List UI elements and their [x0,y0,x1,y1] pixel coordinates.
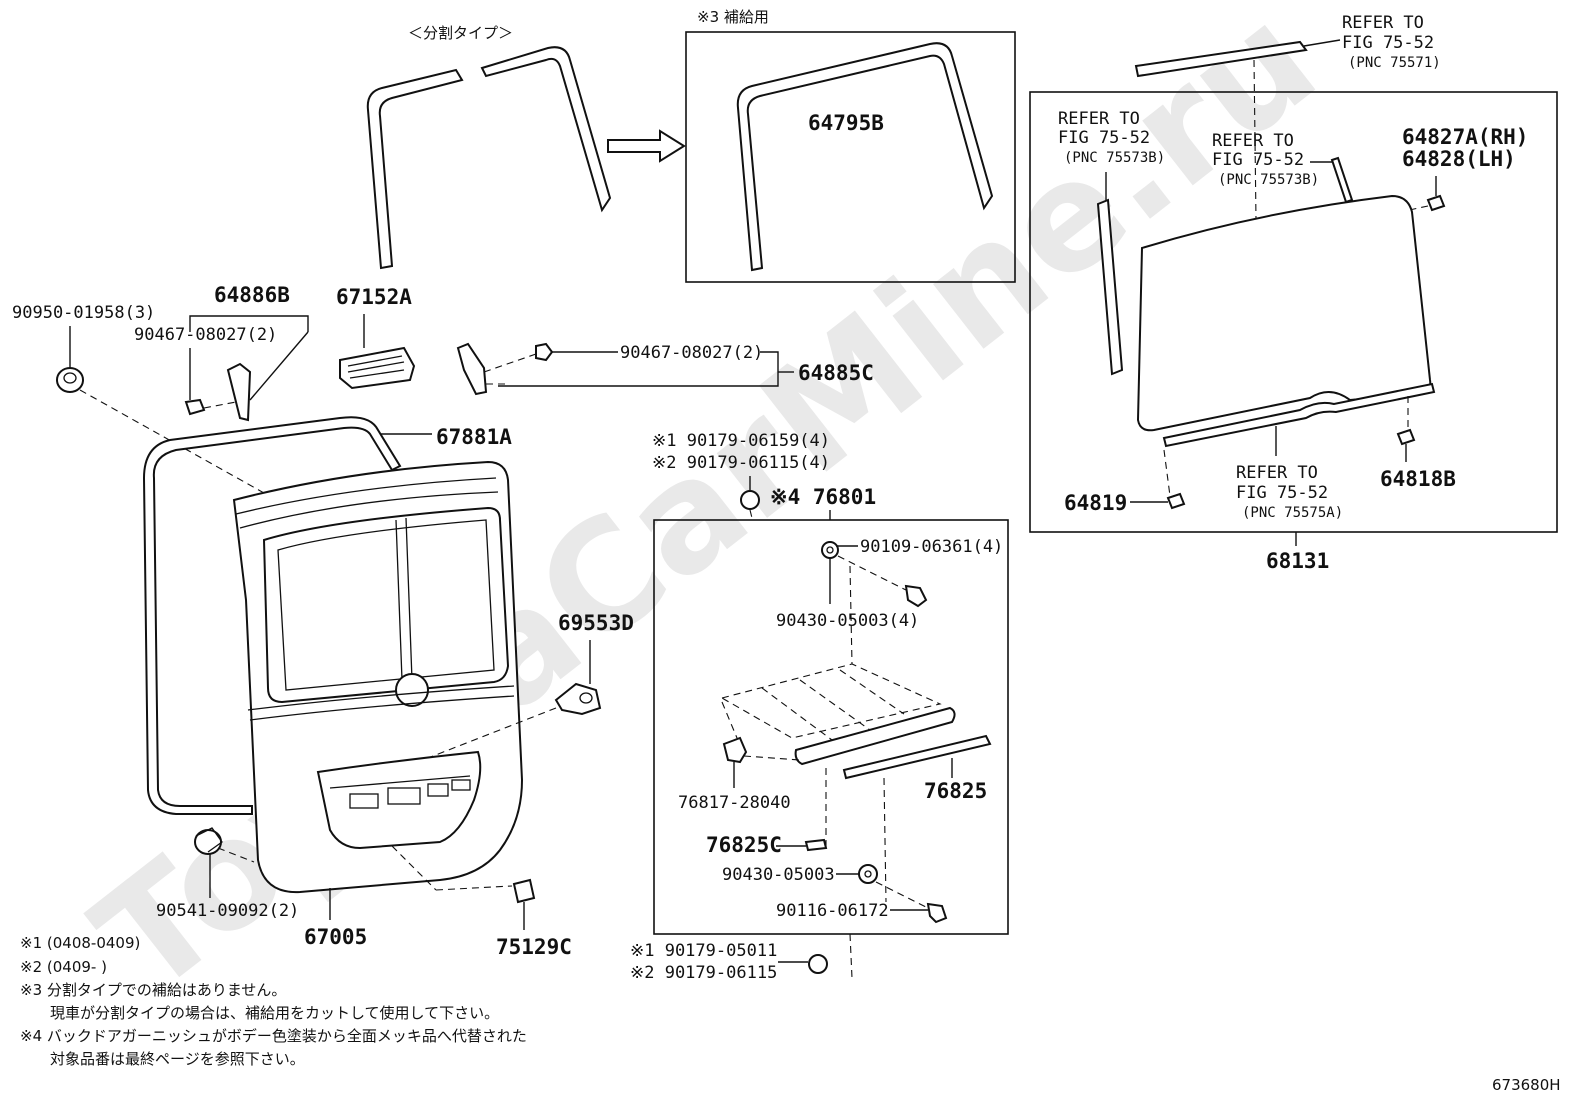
label-64886B: 64886B [214,283,290,307]
cover-64885C [456,342,488,396]
label-76817-28040: 76817-28040 [678,793,791,813]
latch-69553D [554,682,602,716]
weatherstrip-67881A [142,416,402,815]
svg-text:(PNC 75573B): (PNC 75573B) [1064,150,1165,166]
cover-64886B [226,362,252,422]
weatherstrip-64795B [736,42,994,272]
ref-top: REFER TO FIG 75-52 (PNC 75571) [1342,13,1441,71]
label-75129C: 75129C [496,935,572,959]
note-2: ※2 (0409- ) [20,958,107,976]
stopper-90541 [194,827,223,855]
svg-text:(PNC 75573B): (PNC 75573B) [1218,172,1319,188]
supply-box [685,31,1016,283]
svg-text:FIG 75-52: FIG 75-52 [1058,128,1150,148]
svg-text:REFER TO: REFER TO [1058,109,1140,129]
note-4: ※4 バックドアガーニッシュがボデー色塗装から全面メッキ品へ代替された [20,1027,527,1045]
clip-64818B [1396,428,1416,446]
label-90179-06115-bottom: ※2 90179-06115 [630,963,777,983]
label-76825: 76825 [924,779,987,803]
clip-90467-right [535,342,554,362]
svg-text:REFER TO: REFER TO [1342,13,1424,33]
label-68131: 68131 [1266,549,1329,573]
side-molding-left [1096,198,1124,376]
label-90179-06159: ※1 90179-06159(4) [652,431,830,451]
clip-64827A [1426,194,1446,212]
label-90430-05003-bottom: 90430-05003 [722,865,835,885]
label-90430-05003-top: 90430-05003(4) [776,611,919,631]
nut-90179-bottom [808,954,828,974]
label-90541-09092: 90541-09092(2) [156,901,299,921]
grommet-90950 [56,367,84,393]
washer-90430-top [821,541,839,559]
label-64819: 64819 [1064,491,1127,515]
svg-text:FIG 75-52: FIG 75-52 [1212,150,1304,170]
clip-64819 [1166,492,1186,510]
svg-text:(PNC 75571): (PNC 75571) [1348,55,1441,71]
clip-75129C [512,878,536,904]
label-64828: 64828(LH) [1402,147,1516,171]
label-67005: 67005 [304,925,367,949]
split-weatherstrip-left [366,68,464,270]
label-90179-05011: ※1 90179-05011 [630,941,777,961]
label-90109-06361: 90109-06361(4) [860,537,1003,557]
label-90467-08027-right: 90467-08027(2) [620,343,763,363]
clip-76817 [722,736,748,764]
label-67152A: 67152A [336,285,412,309]
garnish-box [653,519,1009,935]
label-64818B: 64818B [1380,467,1456,491]
back-door-67005 [232,460,524,894]
label-90950-01958: 90950-01958(3) [12,303,155,323]
bolt-90116 [926,902,948,924]
clip-90467-left [184,398,206,416]
note-4b: 対象品番は最終ページを参照下さい。 [20,1050,305,1068]
label-76825C: 76825C [706,833,782,857]
svg-text:FIG 75-52: FIG 75-52 [1342,33,1434,53]
nut-90179-top [740,490,760,510]
glass-assembly-box [1029,91,1558,533]
back-glass [1136,194,1432,432]
label-64827A: 64827A(RH) [1402,125,1528,149]
clip-76825C [804,838,828,852]
label-76801: ※4 76801 [770,485,876,509]
supply-label: ※3 補給用 [697,8,769,26]
drawing-id: 673680H [1492,1076,1561,1094]
label-90116-06172: 90116-06172 [776,901,889,921]
label-69553D: 69553D [558,611,634,635]
arrow-right-icon [607,129,686,163]
ref-left: REFER TO FIG 75-52 (PNC 75573B) [1058,109,1165,166]
note-3b: 現車が分割タイプの場合は、補給用をカットして使用して下さい。 [20,1004,499,1022]
label-90467-08027-left: 90467-08027(2) [134,325,277,345]
lower-molding [1162,382,1436,448]
handle-67152A [339,346,416,390]
label-64885C: 64885C [798,361,874,385]
side-molding-right [1330,156,1354,204]
note-1: ※1 (0408-0409) [20,934,140,952]
note-3: ※3 分割タイプでの補給はありません。 [20,981,286,999]
split-type-label: ＜分割タイプ＞ [408,24,513,42]
label-64795B: 64795B [808,111,884,135]
top-molding [1134,40,1308,78]
washer-90430-bottom [858,864,878,884]
ref-mid: REFER TO FIG 75-52 (PNC 75573B) [1212,131,1319,188]
svg-text:FIG 75-52: FIG 75-52 [1236,483,1328,503]
bolt-90109 [904,584,928,608]
svg-text:REFER TO: REFER TO [1236,463,1318,483]
svg-text:REFER TO: REFER TO [1212,131,1294,151]
split-weatherstrip-right [480,46,612,213]
ref-bottom: REFER TO FIG 75-52 (PNC 75575A) [1236,463,1343,521]
label-90179-06115: ※2 90179-06115(4) [652,453,830,473]
label-67881A: 67881A [436,425,512,449]
garnish-76801 [720,663,992,780]
svg-text:(PNC 75575A): (PNC 75575A) [1242,505,1343,521]
footnotes: ※1 (0408-0409) ※2 (0409- ) ※3 分割タイプでの補給は… [20,934,527,1068]
